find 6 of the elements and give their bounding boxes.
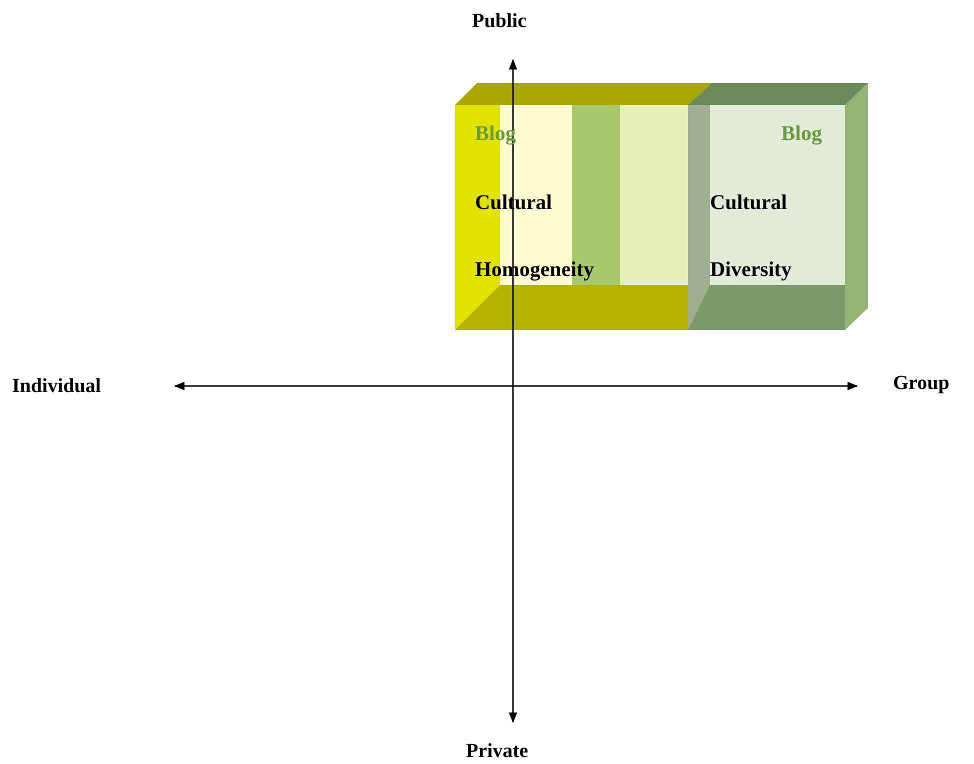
axis-label: Public (472, 10, 526, 33)
box-heading: Blog (781, 121, 822, 146)
box-text: Cultural Diversity (710, 189, 793, 283)
axis-label: Private (466, 740, 528, 763)
axis-label: Individual (12, 375, 101, 398)
axis-label: Group (893, 372, 950, 395)
